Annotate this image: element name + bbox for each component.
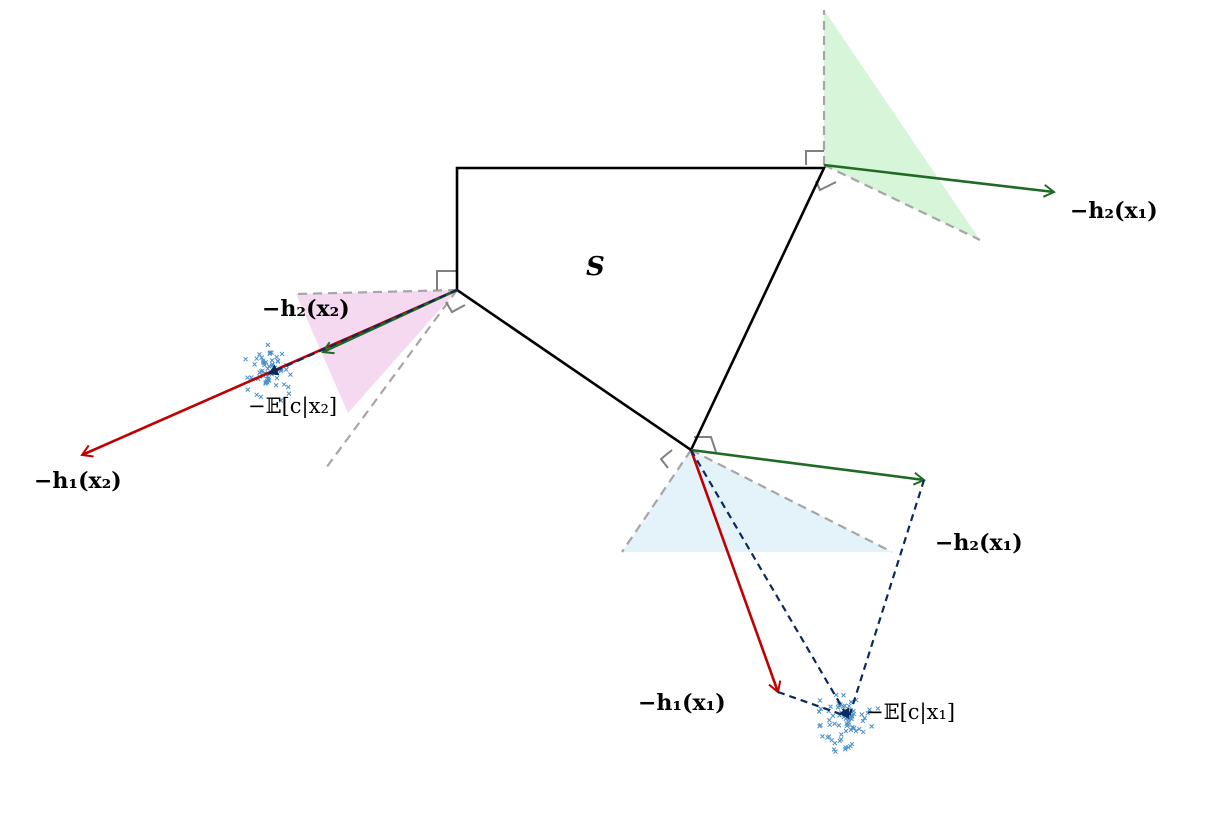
sample-point (260, 368, 265, 374)
label-exp-x1: −𝔼[c|x₁] (866, 700, 956, 724)
arrow-h2-x1-bottom (690, 448, 926, 486)
sample-point (266, 376, 271, 382)
feasible-set-polygon (455, 166, 827, 452)
sample-point (245, 375, 250, 381)
samples-cluster-x1 (816, 692, 881, 754)
sample-point (288, 372, 293, 377)
sample-point (850, 724, 855, 730)
sample-point (273, 382, 279, 388)
sample-point (817, 723, 822, 729)
label-exp-x2: −𝔼[c|x₂] (248, 394, 338, 418)
sample-point (838, 732, 844, 737)
cone-boundaries (295, 10, 981, 553)
sample-point (828, 704, 833, 709)
sample-point (846, 722, 851, 728)
normal-cone-bottom (622, 450, 892, 552)
sample-point (260, 358, 266, 364)
sample-point (826, 717, 832, 723)
sample-point (832, 721, 837, 727)
sample-point (260, 359, 266, 365)
sample-point (274, 375, 280, 381)
sample-point (856, 726, 862, 732)
sample-point (846, 703, 852, 709)
label-h2-x1-bottom: −h₂(x₁) (935, 530, 1023, 556)
label-h1-x2: −h₁(x₂) (34, 468, 122, 494)
set-label-s: S (586, 252, 605, 282)
arrow-exp-x2 (267, 288, 458, 376)
sample-point (274, 354, 280, 360)
sample-point (820, 733, 825, 739)
sample-point (826, 734, 832, 739)
label-h2-x1-top: −h₂(x₁) (1070, 198, 1158, 224)
sample-point (245, 387, 251, 392)
sample-point (865, 710, 871, 716)
sample-point (267, 351, 273, 357)
sample-point (860, 718, 866, 724)
sample-point (816, 709, 822, 714)
sample-point (833, 749, 838, 754)
label-h2-x2: −h₂(x₂) (262, 296, 350, 322)
sample-point (827, 722, 833, 728)
sample-point (831, 747, 837, 752)
sample-point (869, 724, 875, 729)
sample-point (285, 384, 291, 390)
sample-point (254, 356, 260, 361)
sample-point (836, 722, 842, 728)
sample-point (853, 728, 859, 734)
sample-point (849, 741, 855, 747)
sample-point (278, 398, 284, 403)
sample-point (875, 706, 881, 711)
sample-point (818, 706, 824, 712)
sample-point (842, 703, 848, 709)
sample-point (860, 729, 866, 735)
sample-point (867, 707, 872, 713)
sample-point (265, 342, 271, 348)
sample-point (841, 692, 846, 698)
sample-point (846, 745, 851, 750)
sample-point (269, 358, 275, 363)
sample-point (254, 392, 260, 398)
sample-point (843, 728, 849, 734)
sample-point (257, 352, 262, 357)
normal-cone-top-right (824, 10, 980, 240)
sample-point (832, 740, 838, 746)
sample-point (862, 715, 867, 721)
sample-point (838, 737, 844, 742)
sample-point (848, 727, 854, 733)
sample-point (252, 361, 257, 367)
sample-point (841, 714, 847, 720)
sample-point (286, 391, 292, 396)
sample-point (283, 367, 289, 372)
sample-point (259, 355, 265, 360)
label-h1-x1: −h₁(x₁) (638, 690, 726, 716)
normal-cone-left (296, 290, 457, 413)
sample-point (257, 370, 262, 375)
sample-point (275, 359, 281, 364)
sample-point (281, 382, 287, 387)
sample-point (267, 350, 273, 355)
arrow-exp-x1 (690, 449, 850, 720)
arrow-h1-x1 (689, 449, 782, 694)
parallelogram-dashed (777, 479, 926, 719)
sample-point (830, 713, 836, 719)
sample-point (258, 394, 264, 400)
sample-point (279, 351, 285, 357)
sample-point (859, 712, 865, 717)
sample-point (842, 746, 848, 752)
right-angle-markers (436, 150, 837, 469)
sample-point (243, 356, 249, 362)
arrow-h2-x1-top (823, 163, 1056, 198)
sample-point (817, 698, 823, 703)
